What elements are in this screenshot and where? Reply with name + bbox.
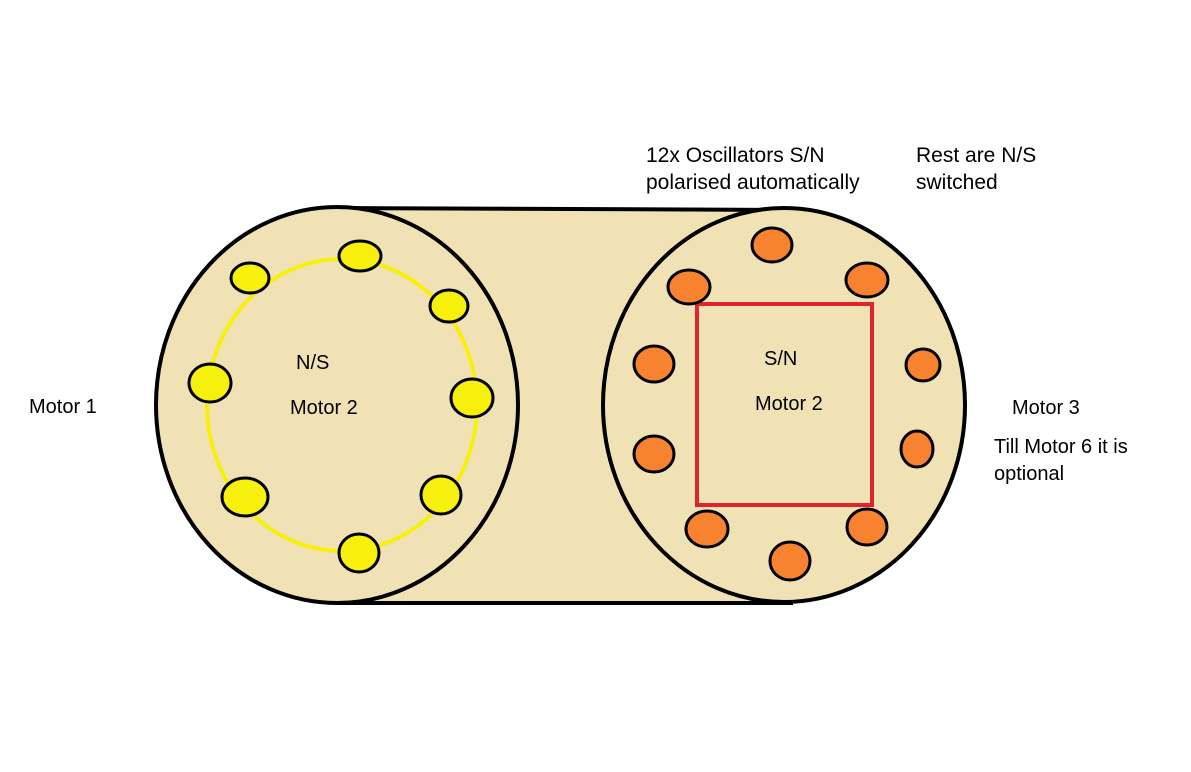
right-polarity-label: S/N xyxy=(764,348,798,370)
orange-magnet-icon xyxy=(666,268,712,306)
yellow-magnet-icon xyxy=(187,362,233,404)
yellow-magnet-icon xyxy=(229,261,271,295)
orange-magnet-icon xyxy=(750,226,794,264)
right-rotor-square xyxy=(695,302,874,507)
orange-magnet-icon xyxy=(684,509,730,549)
left-magnets xyxy=(187,239,495,574)
rest-label-line1: Rest are N/S xyxy=(916,144,1037,167)
rest-label-line2: switched xyxy=(916,171,998,194)
right-motor-label: Motor 2 xyxy=(755,393,823,415)
right-magnets xyxy=(632,226,942,582)
right-wheel xyxy=(601,206,967,604)
left-motor-label: Motor 2 xyxy=(290,397,358,419)
left-polarity-label: N/S xyxy=(296,352,330,374)
orange-magnet-icon xyxy=(845,507,889,547)
motor1-label: Motor 1 xyxy=(29,396,97,418)
orange-magnet-icon xyxy=(904,347,942,383)
yellow-magnet-icon xyxy=(449,377,495,419)
yellow-magnet-icon xyxy=(220,476,270,518)
orange-magnet-icon xyxy=(844,261,890,299)
orange-magnet-icon xyxy=(632,344,676,384)
orange-magnet-icon xyxy=(899,429,935,469)
yellow-magnet-icon xyxy=(428,288,470,324)
belt-top-edge xyxy=(336,206,794,212)
yellow-magnet-icon xyxy=(337,532,381,574)
note-label-line2: optional xyxy=(994,463,1065,485)
oscillators-label-line1: 12x Oscillators S/N xyxy=(646,144,825,167)
oscillators-label-line2: polarised automatically xyxy=(646,171,860,194)
yellow-magnet-icon xyxy=(337,239,383,273)
yellow-magnet-icon xyxy=(419,474,463,516)
motor3-label: Motor 3 xyxy=(1012,397,1080,419)
orange-magnet-icon xyxy=(632,434,676,474)
orange-magnet-icon xyxy=(768,540,812,582)
note-label-line1: Till Motor 6 it is xyxy=(994,436,1128,458)
